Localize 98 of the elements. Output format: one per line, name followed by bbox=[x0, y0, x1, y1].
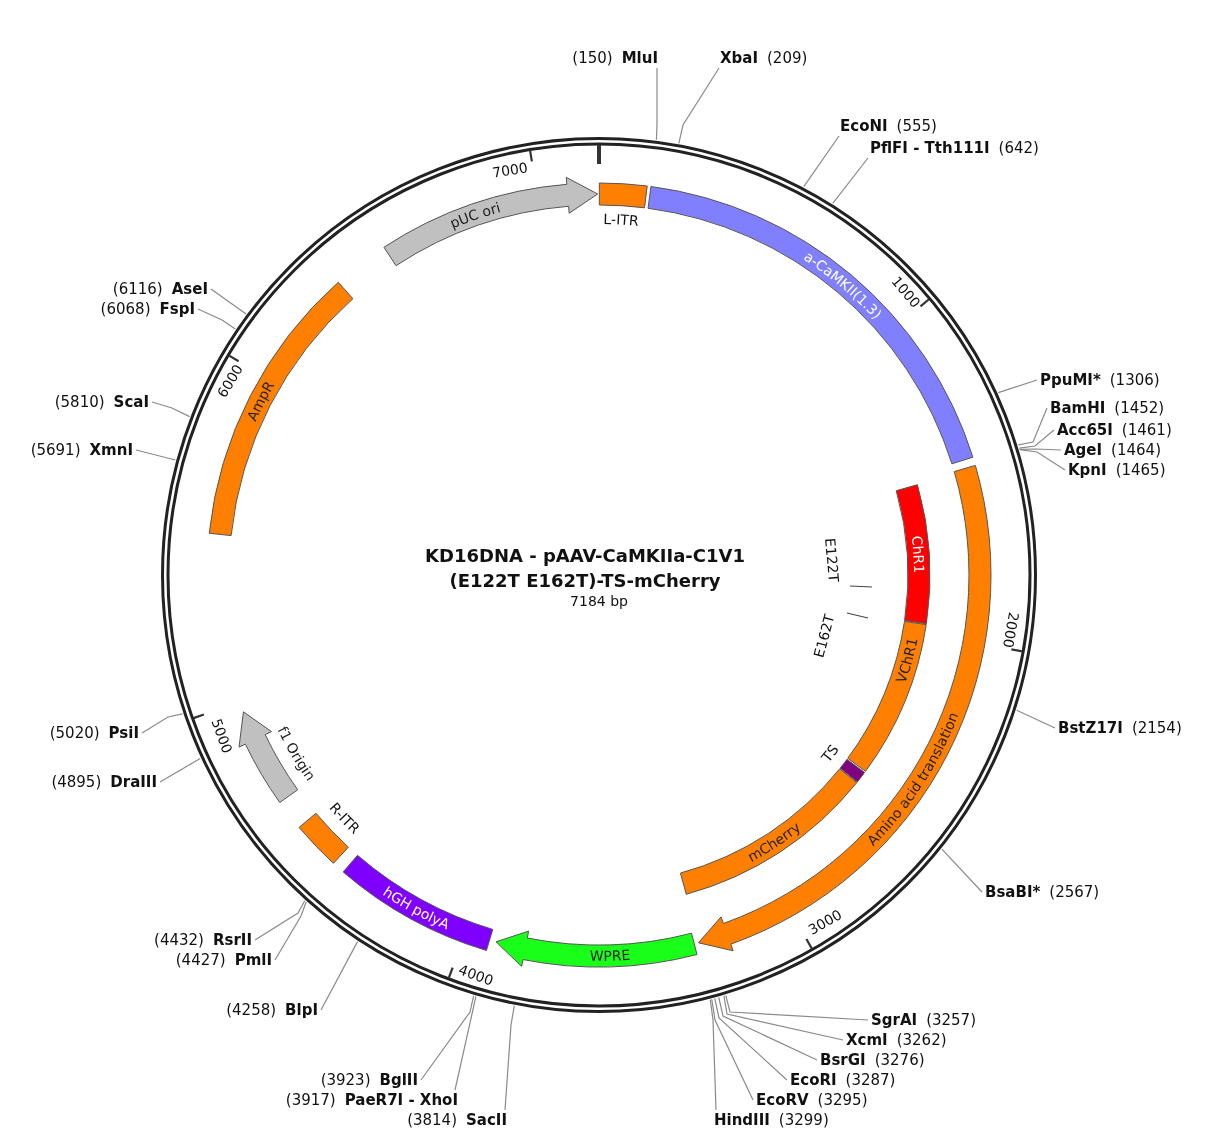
site-position: (3287) bbox=[845, 1071, 896, 1089]
leader-line bbox=[725, 994, 869, 1021]
leader-line bbox=[832, 157, 869, 204]
site-position: (2567) bbox=[1049, 883, 1100, 901]
enzyme-name: Acc65I bbox=[1057, 421, 1113, 439]
enzyme-name: XbaI bbox=[720, 49, 758, 67]
site-position: (1306) bbox=[1109, 371, 1160, 389]
site-position: (1452) bbox=[1114, 399, 1165, 417]
leader-line bbox=[320, 941, 359, 1011]
leader-line bbox=[1019, 449, 1066, 471]
enzyme-name: SgrAI bbox=[871, 1011, 918, 1029]
enzyme-name: BamHI bbox=[1050, 399, 1106, 417]
enzyme-name: PaeR7I - XhoI bbox=[344, 1091, 458, 1109]
site-position: (2154) bbox=[1131, 719, 1182, 737]
leader-line bbox=[159, 757, 201, 783]
enzyme-name: SacII bbox=[466, 1111, 507, 1129]
leader-line bbox=[711, 998, 754, 1101]
leader-line bbox=[803, 135, 840, 188]
enzyme-name: BlpI bbox=[285, 1001, 318, 1019]
site-position: (3276) bbox=[874, 1051, 925, 1069]
leader-line bbox=[274, 901, 307, 961]
enzyme-name: EcoRV bbox=[756, 1091, 809, 1109]
leader-line bbox=[718, 996, 818, 1061]
site-position: (3917) bbox=[285, 1091, 336, 1109]
site-position: (3923) bbox=[320, 1071, 371, 1089]
enzyme-name: HindIII bbox=[714, 1111, 770, 1129]
enzyme-name: RsrII bbox=[212, 931, 252, 949]
site-position: (1461) bbox=[1121, 421, 1172, 439]
site-position: (3295) bbox=[817, 1091, 868, 1109]
site-position: (4258) bbox=[226, 1001, 277, 1019]
sequence-length: 7184 bp bbox=[570, 593, 628, 609]
leader-line bbox=[941, 848, 983, 893]
leader-line bbox=[504, 1005, 515, 1111]
site-position: (6116) bbox=[112, 280, 163, 298]
leader-line bbox=[151, 401, 191, 418]
enzyme-name: AseI bbox=[171, 280, 208, 298]
enzyme-name: PsiI bbox=[108, 724, 139, 742]
enzyme-name: PmlI bbox=[234, 951, 272, 969]
feature-label: pUC ori bbox=[447, 199, 503, 232]
leader-line bbox=[678, 67, 720, 144]
site-position: (555) bbox=[896, 117, 937, 135]
leader-line bbox=[210, 288, 247, 315]
site-position: (150) bbox=[572, 49, 613, 67]
enzyme-name: PflFI - Tth111I bbox=[870, 139, 990, 157]
enzyme-name: MluI bbox=[621, 49, 658, 67]
site-position: (3262) bbox=[896, 1031, 947, 1049]
leader-line bbox=[420, 995, 475, 1081]
leader-line bbox=[454, 995, 477, 1091]
enzyme-name: XmnI bbox=[89, 441, 133, 459]
map-title: KD16DNA - pAAV-CaMKIIa-C1V1 (E122T E162T)-TS-mCherry bbox=[424, 544, 746, 593]
enzyme-name: BstZ17I bbox=[1058, 719, 1123, 737]
leader-line bbox=[1018, 429, 1055, 449]
site-position: (3814) bbox=[407, 1111, 457, 1129]
site-position: (642) bbox=[998, 139, 1039, 157]
site-position: (5020) bbox=[49, 724, 100, 742]
site-position: (5691) bbox=[30, 441, 81, 459]
leader-line bbox=[197, 308, 236, 330]
site-position: (1465) bbox=[1115, 461, 1166, 479]
site-position: (4895) bbox=[51, 773, 102, 791]
enzyme-name: BsaBI* bbox=[985, 883, 1041, 901]
site-position: (209) bbox=[767, 49, 808, 67]
enzyme-name: BsrGI bbox=[820, 1051, 866, 1069]
leader-line bbox=[723, 995, 844, 1041]
enzyme-name: DraIII bbox=[110, 773, 157, 791]
enzyme-name: PpuMI* bbox=[1040, 371, 1101, 389]
site-position: (5810) bbox=[54, 393, 105, 411]
site-position: (3299) bbox=[778, 1111, 829, 1129]
enzyme-name: EcoRI bbox=[790, 1071, 837, 1089]
leader-line bbox=[254, 900, 306, 941]
feature-label: TS bbox=[818, 741, 842, 766]
enzyme-name: EcoNI bbox=[840, 117, 888, 135]
leader-line bbox=[709, 999, 717, 1111]
site-position: (6068) bbox=[100, 300, 151, 318]
mutation-label: E122T bbox=[822, 537, 842, 583]
enzyme-name: BglII bbox=[379, 1071, 418, 1089]
leader-line bbox=[141, 713, 184, 734]
leader-line bbox=[714, 997, 788, 1081]
scale-label: 7000 bbox=[491, 159, 529, 181]
feature-label: L-ITR bbox=[603, 210, 640, 230]
scale-label: 4000 bbox=[456, 961, 496, 989]
leader-line bbox=[135, 449, 176, 461]
scale-label: 5000 bbox=[208, 716, 236, 756]
enzyme-name: ScaI bbox=[113, 393, 149, 411]
site-position: (1464) bbox=[1111, 441, 1161, 459]
site-position: (4427) bbox=[175, 951, 226, 969]
leader-line bbox=[997, 379, 1038, 394]
site-position: (3257) bbox=[926, 1011, 977, 1029]
enzyme-name: KpnI bbox=[1068, 461, 1107, 479]
enzyme-name: FspI bbox=[159, 300, 195, 318]
site-position: (4432) bbox=[154, 931, 204, 949]
scale-label: 2000 bbox=[1000, 611, 1022, 649]
enzyme-name: AgeI bbox=[1064, 441, 1103, 459]
enzyme-name: XcmI bbox=[846, 1031, 888, 1049]
feature-label: WPRE bbox=[589, 946, 631, 964]
mutation-label: E162T bbox=[810, 612, 838, 660]
leader-line bbox=[1016, 709, 1056, 729]
leader-line bbox=[655, 67, 658, 141]
leader-line bbox=[1017, 407, 1048, 446]
